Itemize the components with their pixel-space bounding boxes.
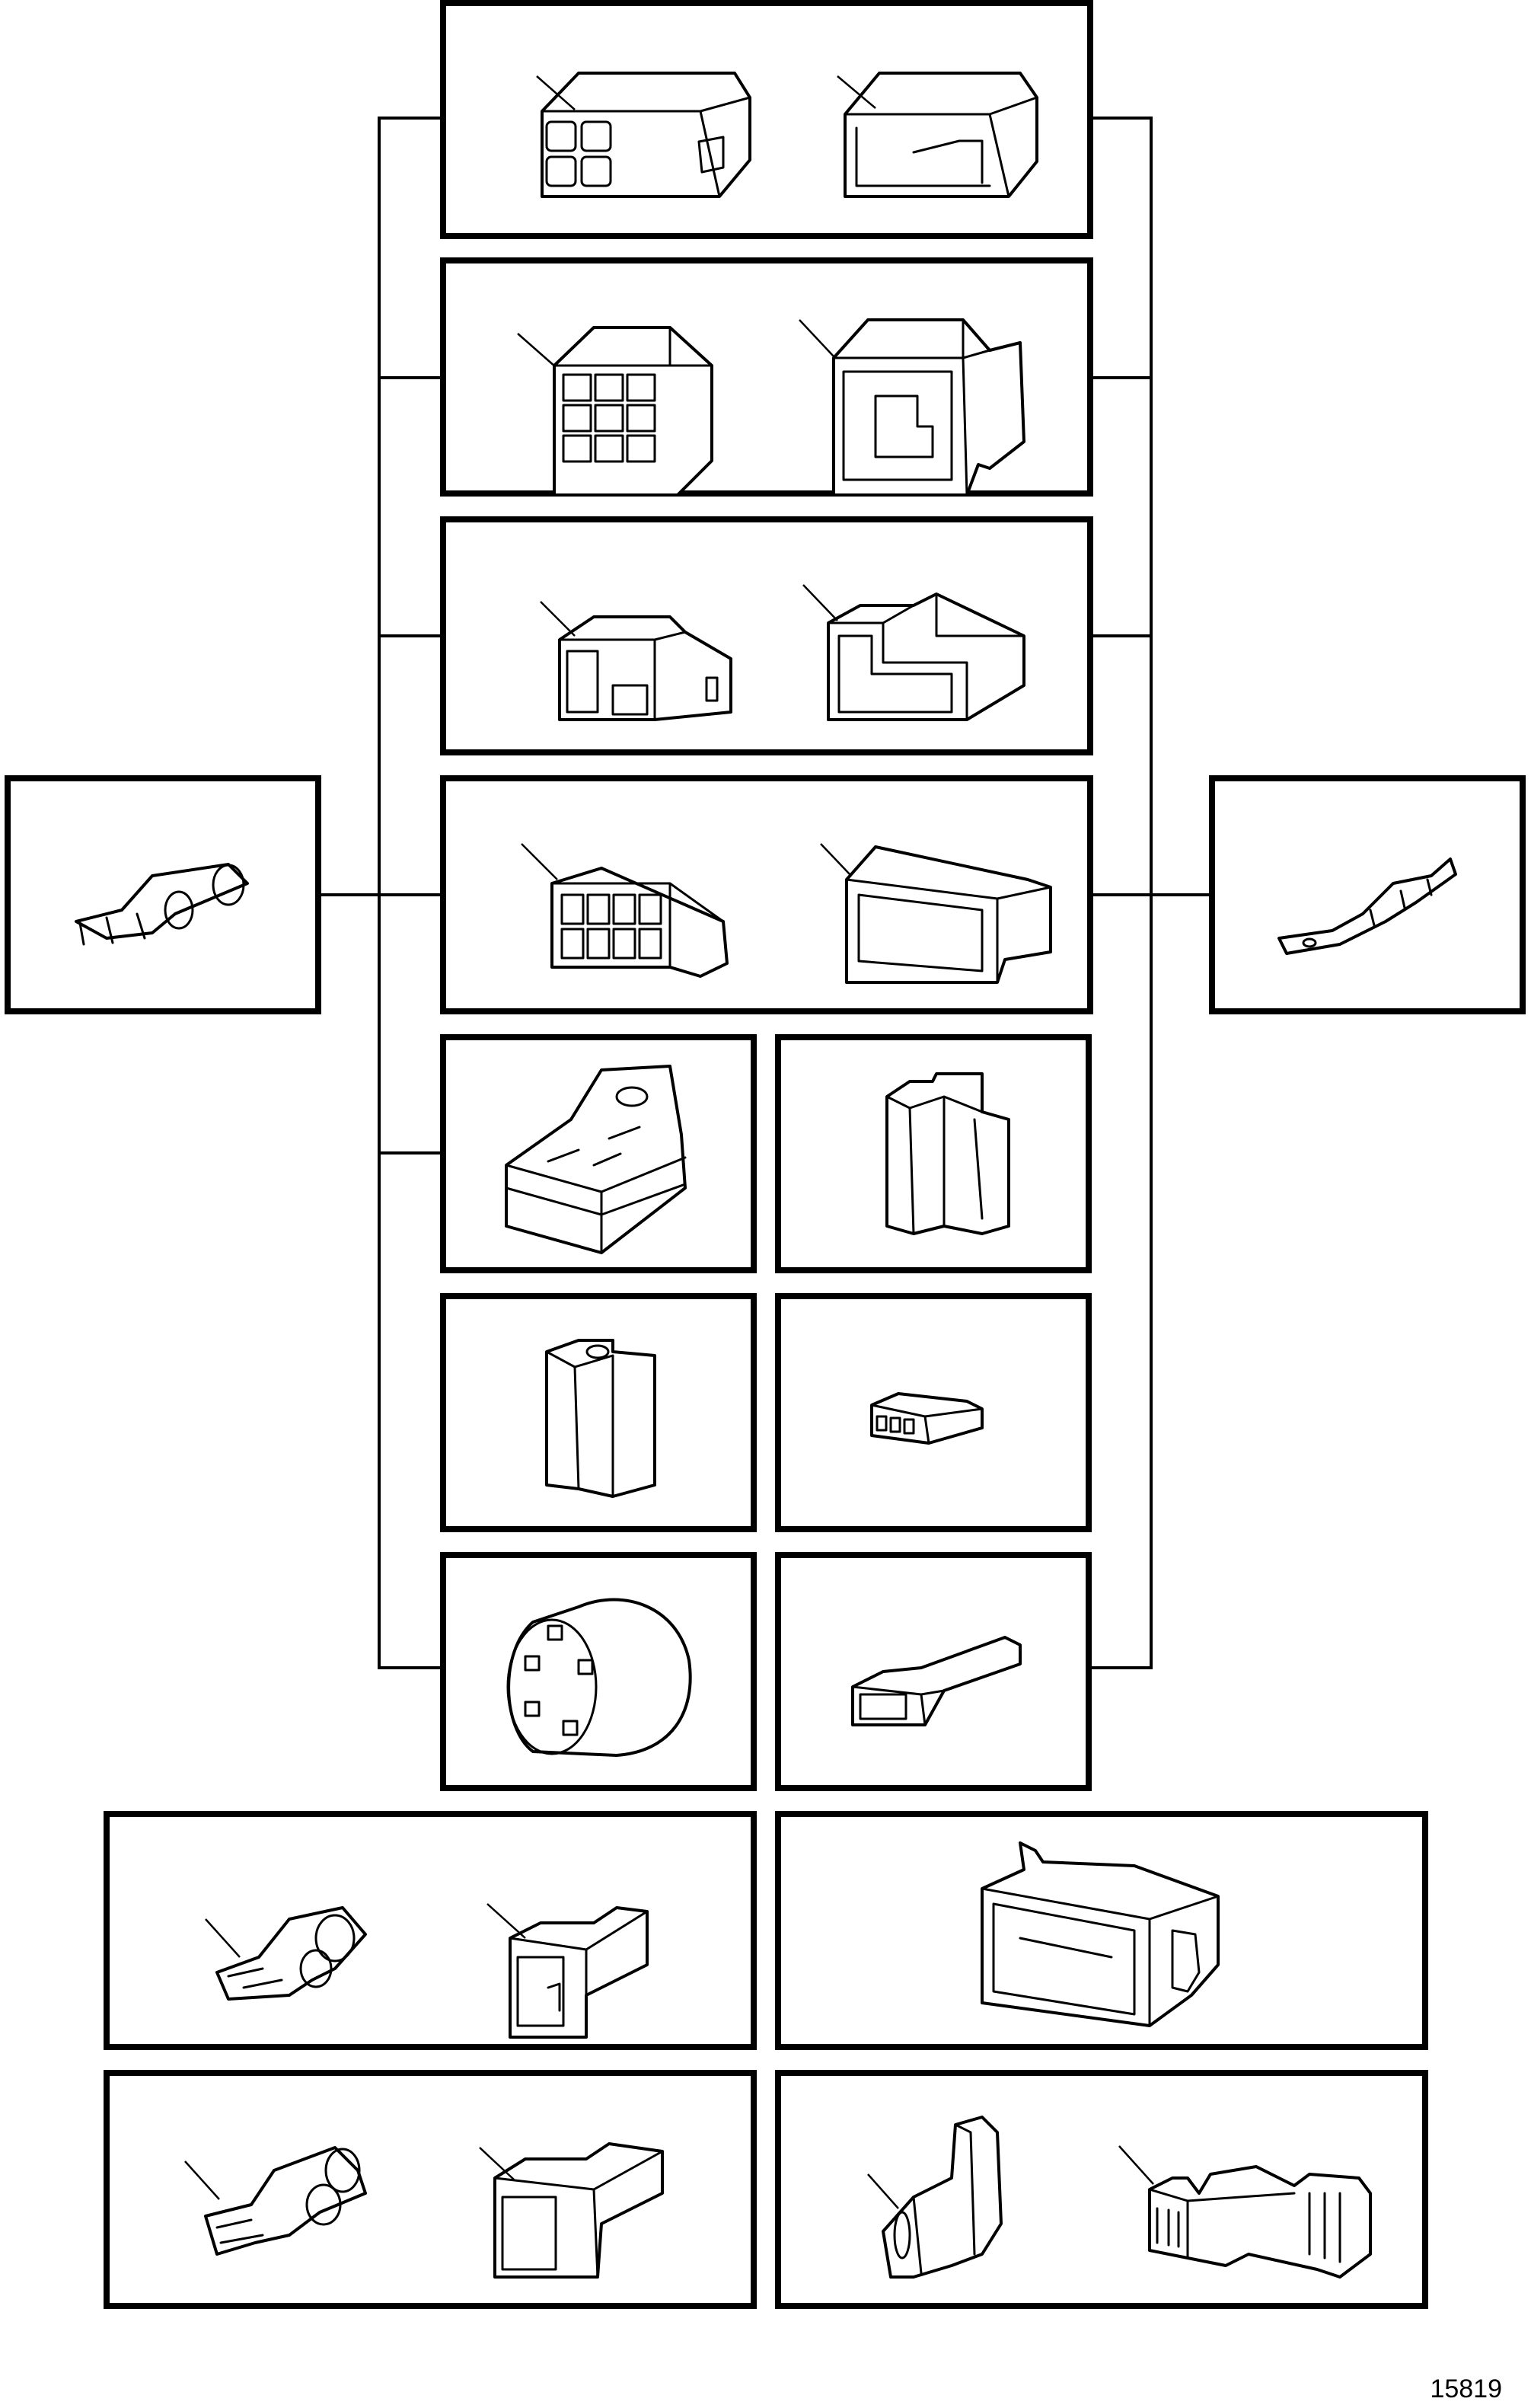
- connector-housing-icon: [845, 845, 1052, 984]
- panel-flat-terminal-and-housing: [104, 1811, 757, 2050]
- connector-tree-lines: [318, 117, 1212, 1669]
- connector-housing-icon: [870, 1392, 984, 1445]
- panel-relay-socket-large: [440, 1034, 757, 1273]
- panel-large-housing: [775, 1811, 1428, 2050]
- relay-socket-icon: [505, 1065, 687, 1254]
- flat-connector-icon: [204, 2146, 367, 2256]
- panel-relay-socket-tall: [775, 1034, 1092, 1273]
- flat-connector-icon: [882, 2116, 1003, 2279]
- panel-relay-socket-medium: [440, 1293, 757, 1532]
- panel-flat-terminal: [1209, 775, 1526, 1014]
- connector-housing-icon: [550, 867, 729, 978]
- connector-housing-icon: [981, 1841, 1220, 2027]
- connector-housing-icon: [832, 318, 1025, 497]
- connector-housing-icon: [553, 326, 713, 497]
- panel-single-pole-housing: [775, 1552, 1092, 1791]
- panel-8-pole-housings: [440, 257, 1093, 497]
- connector-housing-icon: [1148, 2165, 1372, 2279]
- flat-connector-icon: [215, 1906, 367, 2001]
- relay-socket-icon: [885, 1072, 1010, 1235]
- connector-housing-icon: [541, 72, 751, 198]
- panel-small-3-pole: [775, 1293, 1092, 1532]
- round-connector-icon: [506, 1598, 692, 1757]
- panel-flag-terminal-and-housing: [104, 2070, 757, 2309]
- panel-4-pole-housings: [440, 0, 1093, 239]
- relay-socket-icon: [545, 1339, 656, 1498]
- connector-housing-icon: [493, 2142, 664, 2279]
- panel-round-connector: [440, 1552, 757, 1791]
- panel-bent-terminal-and-cover: [775, 2070, 1428, 2309]
- connector-housing-icon: [509, 1906, 649, 2039]
- connector-housing-icon: [844, 72, 1038, 198]
- connector-housing-icon: [558, 615, 732, 721]
- panel-flat-8-pole-housings: [440, 775, 1093, 1014]
- panel-insulated-terminal: [5, 775, 321, 1014]
- connector-housing-icon: [827, 592, 1025, 721]
- connector-housing-icon: [851, 1636, 1022, 1726]
- terminal-icon: [1277, 857, 1457, 955]
- terminal-icon: [75, 863, 249, 946]
- panel-2-pole-housings: [440, 516, 1093, 755]
- figure-number: 15819: [1430, 2374, 1502, 2403]
